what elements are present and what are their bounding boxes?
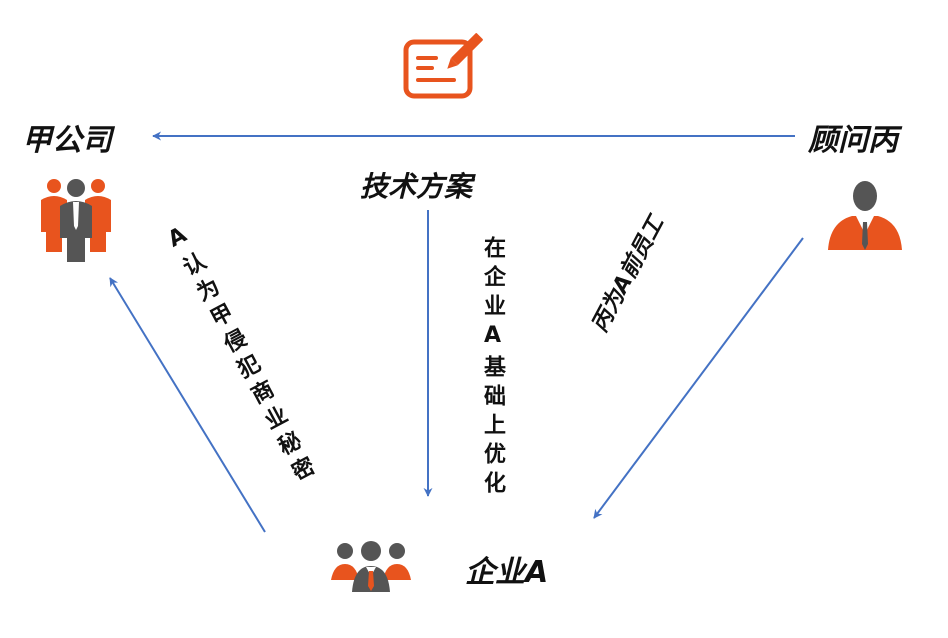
node-label-qiye: 企业A bbox=[465, 555, 549, 590]
business-person-icon bbox=[828, 181, 902, 250]
document-pen-icon bbox=[403, 33, 483, 99]
edge-label-fangan: 技术方案 bbox=[360, 170, 473, 203]
business-team-icon-qiye bbox=[331, 541, 411, 592]
edge-label-optimize: 在企业A基础上优化 bbox=[480, 236, 505, 500]
business-team-icon-jia bbox=[41, 179, 111, 262]
node-label-gu: 顾问丙 bbox=[808, 123, 898, 158]
node-label-jia: 甲公司 bbox=[22, 123, 112, 158]
arrow-gu-to-qiye bbox=[593, 237, 804, 519]
arrow-qiye-to-jia bbox=[109, 277, 266, 533]
